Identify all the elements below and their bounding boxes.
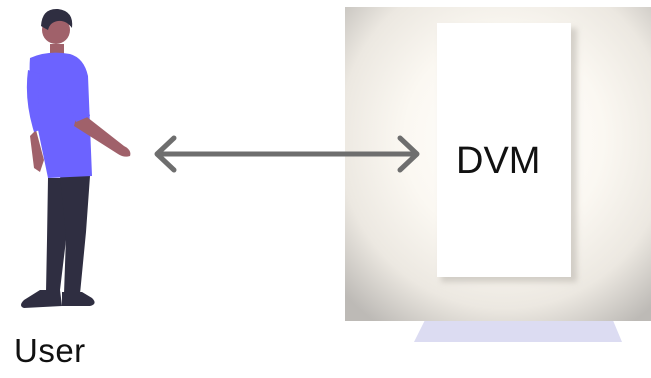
display-screen-icon [345, 7, 651, 342]
dvm-label: DVM [456, 140, 541, 182]
dvm-panel [437, 23, 571, 277]
standing-person-illustration [21, 8, 131, 308]
double-headed-arrow-icon [154, 135, 420, 173]
display-stand [414, 318, 622, 342]
user-label: User [14, 332, 86, 369]
